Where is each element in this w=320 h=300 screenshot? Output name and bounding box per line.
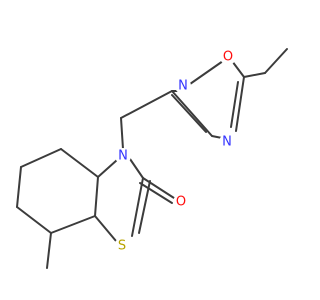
atom-label-oxadiazole-n-top: N [175,78,191,94]
atom-label-thiazole-n: N [115,148,131,164]
bond-line [94,176,99,217]
bond-line [139,182,173,204]
atom-label-oxadiazole-o: O [220,49,236,65]
bond-line [171,94,207,133]
bond-line [50,215,96,234]
bond-line [97,159,118,178]
bond-line [16,206,52,234]
atom-label-thiazole-s: S [114,238,130,254]
bond-line [120,117,124,150]
atom-label-text: N [118,149,128,164]
bond-line [142,177,175,199]
bond-line [94,215,117,242]
bond-line [129,158,144,179]
molecule-structure-diagram: N O N N O S [16,48,288,269]
bond-line [235,76,245,132]
atom-label-text: O [176,195,186,210]
bond-lines [16,48,288,269]
bond-line [46,232,52,269]
bond-line [131,177,144,237]
bond-line [60,148,99,178]
bond-line [243,72,266,78]
bond-line [230,81,239,128]
atom-label-carbonyl-o: O [173,194,189,210]
bond-line [189,60,224,85]
bond-line [171,90,213,137]
bond-line [231,60,245,78]
atom-label-text: S [118,239,126,254]
atom-label-text: N [222,135,232,150]
atom-label-text: N [178,79,188,94]
bond-line [120,90,173,119]
bond-line [20,148,62,168]
bond-line [138,180,151,234]
bond-line [16,166,22,208]
atom-label-text: O [223,50,233,65]
bond-line [264,48,288,74]
atom-label-oxadiazole-n-bottom: N [219,134,235,150]
